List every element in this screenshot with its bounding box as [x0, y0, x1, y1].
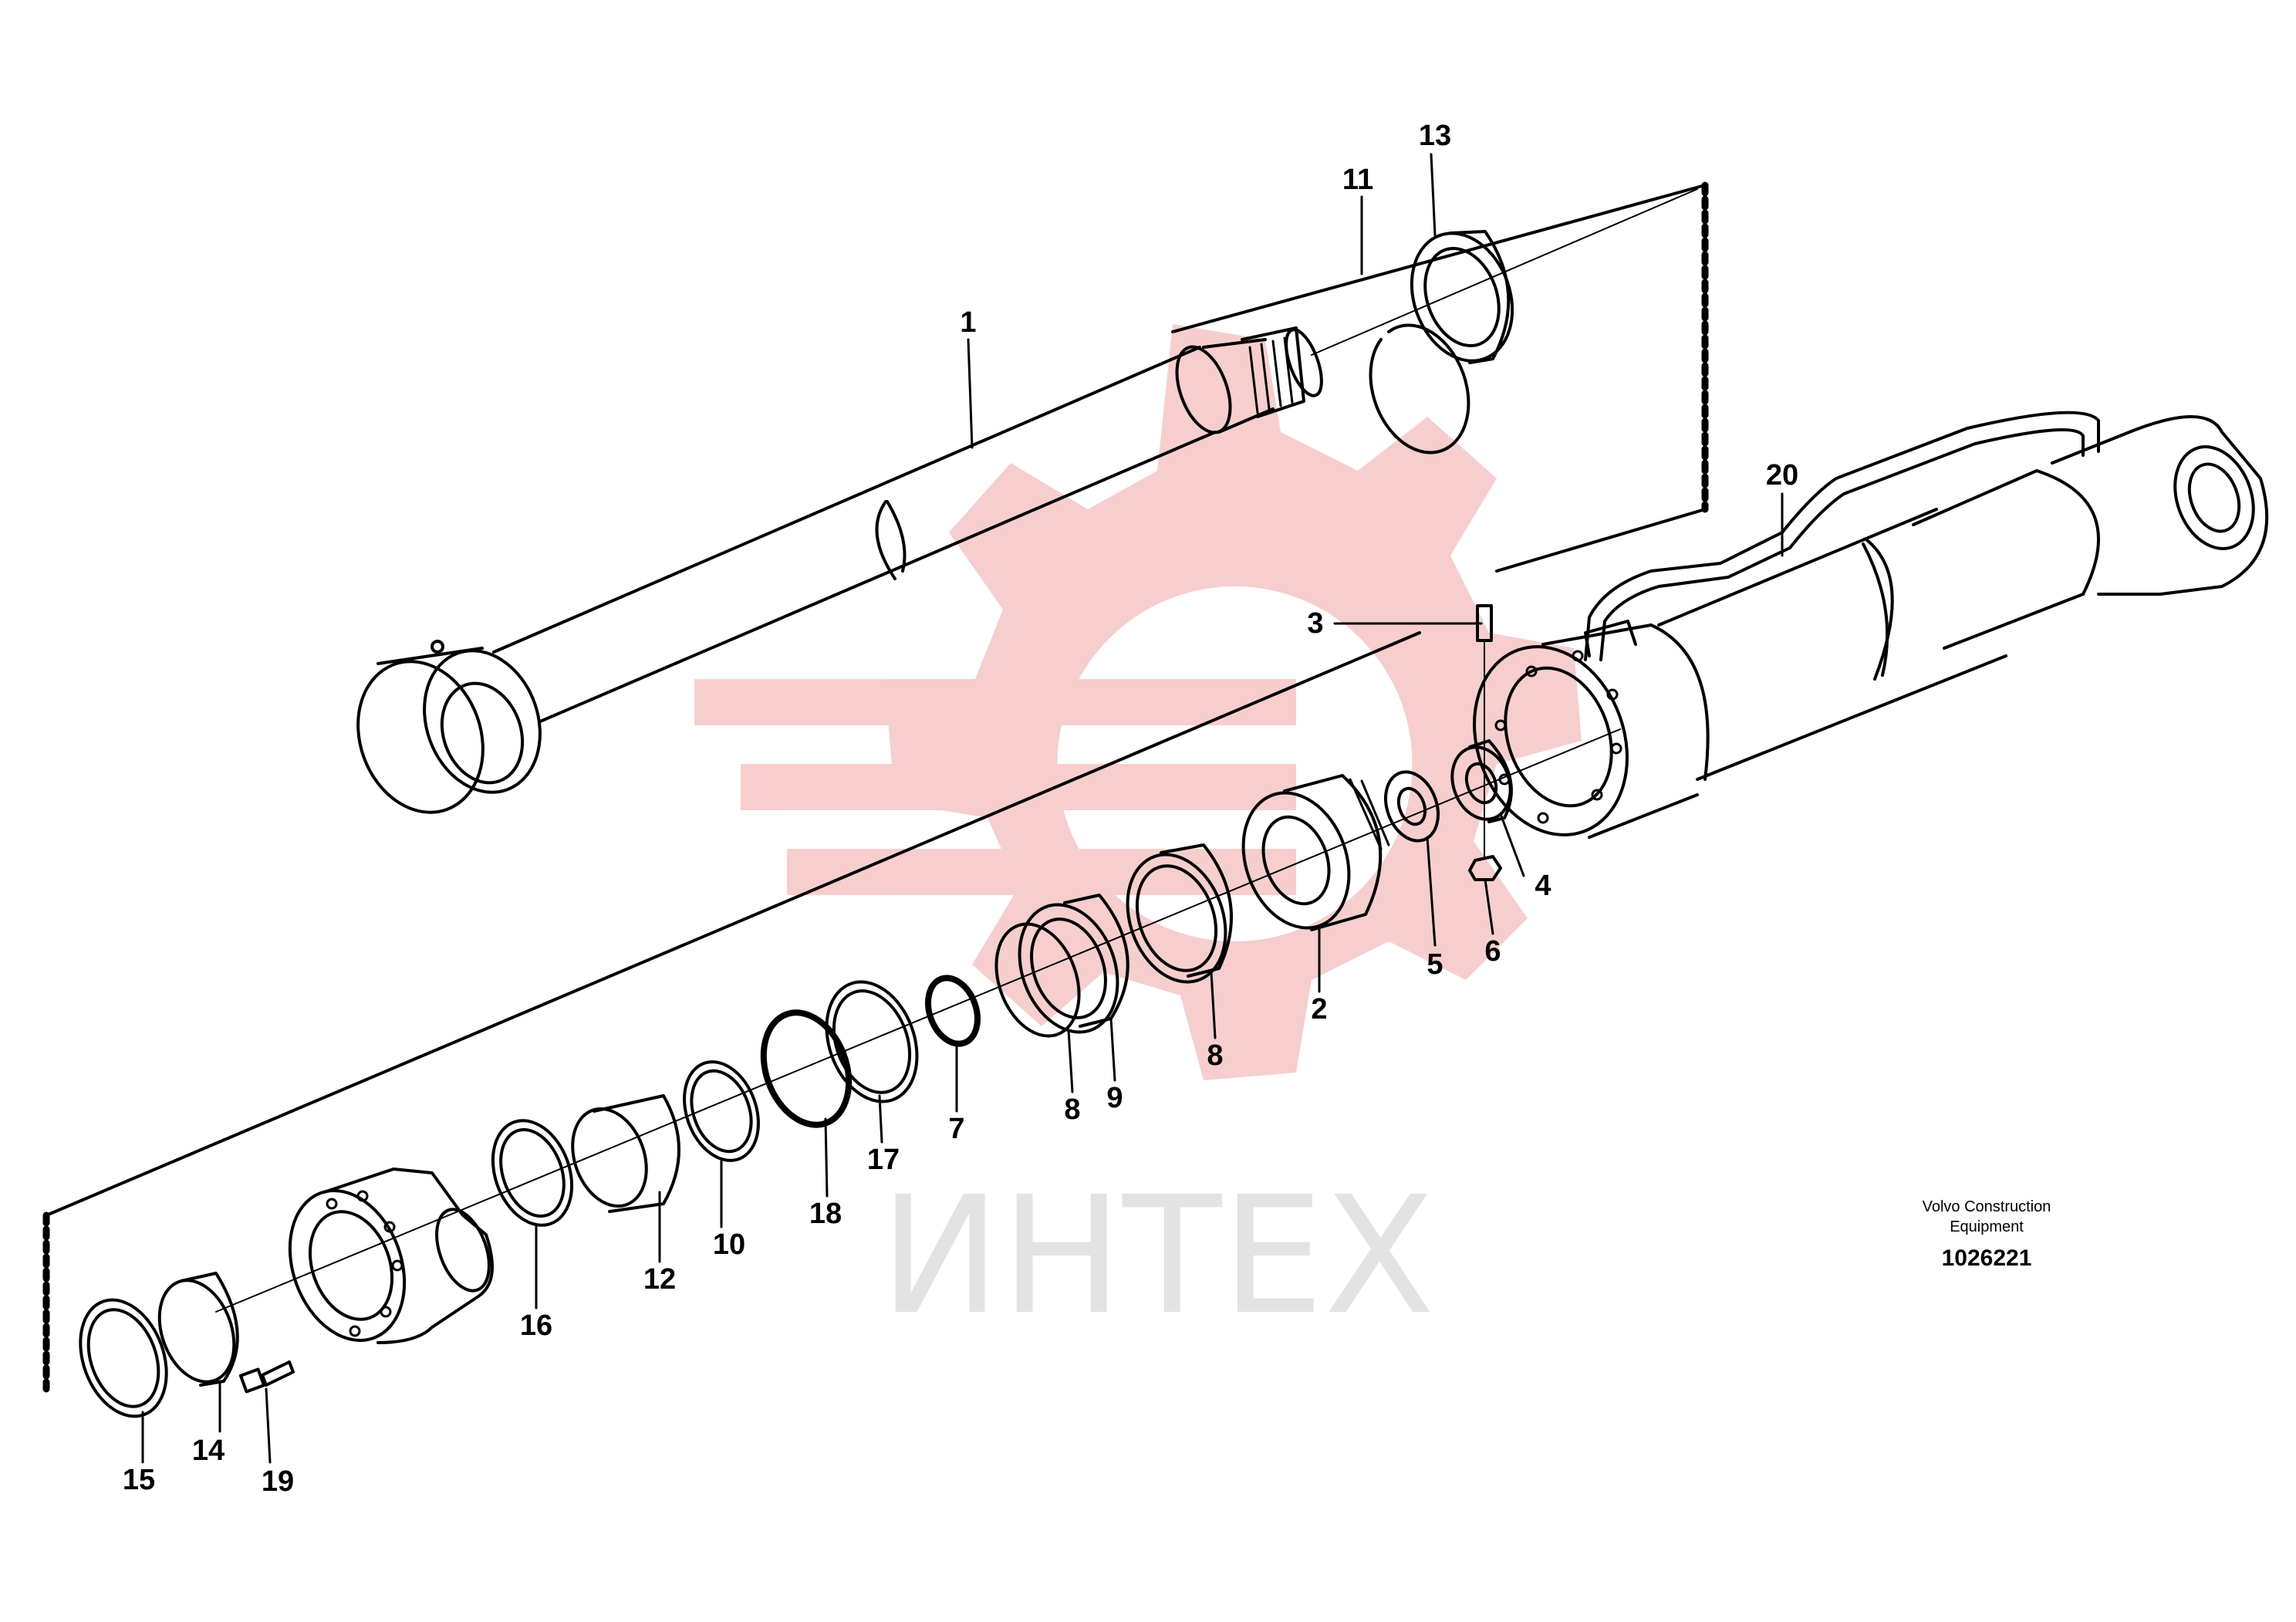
- part-19-bolt: [238, 1360, 295, 1394]
- dashed-assembly-guide-upper: [1171, 181, 1709, 573]
- part-7-o-ring: [925, 975, 981, 1047]
- part-8-guide-ring-left: [994, 922, 1081, 1038]
- callout-10: 10: [713, 1228, 745, 1261]
- callout-7: 7: [948, 1113, 964, 1145]
- callout-15: 15: [123, 1464, 155, 1496]
- callout-11: 11: [1342, 164, 1373, 196]
- callout-8-right: 8: [1207, 1039, 1223, 1072]
- callout-14: 14: [192, 1434, 225, 1467]
- callout-1: 1: [960, 306, 976, 339]
- callout-3: 3: [1307, 607, 1323, 640]
- callout-2: 2: [1311, 993, 1327, 1026]
- part-8-guide-ring-right: [1126, 843, 1233, 984]
- part-4-lock-nut: [1450, 739, 1513, 823]
- part-14-bushing: [157, 1272, 239, 1387]
- callout-18: 18: [809, 1198, 842, 1230]
- part-2-piston: [1241, 774, 1390, 931]
- part-18-o-ring: [760, 1009, 853, 1128]
- part-15-ring: [79, 1298, 168, 1418]
- credit-line-2: Equipment: [1950, 1218, 2024, 1235]
- watermark-text: ИНТЕХ: [880, 1161, 1435, 1350]
- assembly-axis-line: [215, 728, 1621, 1313]
- part-5-washer: [1384, 770, 1440, 843]
- callout-20: 20: [1766, 459, 1798, 492]
- callout-19: 19: [262, 1465, 294, 1498]
- part-11-snap-ring: [1369, 323, 1470, 454]
- part-12-bushing: [571, 1094, 680, 1213]
- callout-5: 5: [1427, 948, 1443, 981]
- part-17-backup-ring: [825, 980, 919, 1103]
- part-10-ring: [683, 1060, 760, 1162]
- dashed-assembly-guide-lower: [42, 631, 1421, 1393]
- part-9-piston-seal: [1018, 894, 1129, 1034]
- part-13-wiper-seal: [1410, 230, 1514, 364]
- watermark-gear-logo: [694, 324, 1582, 1080]
- manufacturer-credit: Volvo Construction Equipment 1026221: [1923, 1198, 2051, 1271]
- callout-13: 13: [1419, 120, 1451, 152]
- callout-4: 4: [1535, 870, 1551, 902]
- part-20-cylinder-tube: [1473, 415, 2269, 839]
- callout-16: 16: [520, 1309, 552, 1342]
- part-20-pipe-line: [1584, 411, 2100, 661]
- callout-labels: 1 2 3 4 5 6 7 8 8 9 10 11 12 13 14 15 16…: [123, 120, 1798, 1498]
- callout-12: 12: [643, 1263, 676, 1296]
- callout-17: 17: [867, 1144, 900, 1176]
- credit-line-1: Volvo Construction: [1923, 1198, 2051, 1215]
- callout-6: 6: [1484, 935, 1501, 968]
- cylinder-head: [288, 1168, 494, 1344]
- drawing-number: 1026221: [1942, 1245, 2032, 1271]
- part-6-nut: [1468, 855, 1502, 881]
- callout-leader-lines: [141, 153, 1784, 1464]
- part-16-ring: [491, 1119, 574, 1227]
- callout-9: 9: [1106, 1082, 1123, 1114]
- callout-8-left: 8: [1064, 1093, 1080, 1126]
